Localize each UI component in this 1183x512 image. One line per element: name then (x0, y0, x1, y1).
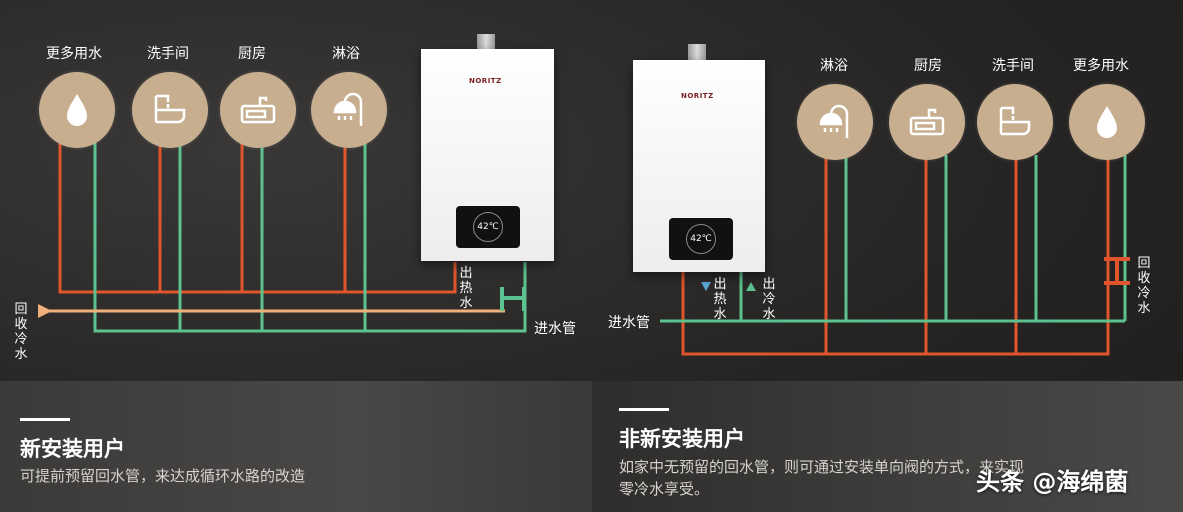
left-hot-pipes (58, 142, 457, 294)
right-cold-out-label: 出冷水 (762, 277, 776, 322)
right-inlet-label: 进水管 (608, 315, 650, 331)
left-valve (500, 287, 526, 311)
caption-right-desc-2: 零冷水享受。 (619, 480, 710, 498)
caption-left-accent (20, 418, 70, 421)
right-fixture-label-shower: 淋浴 (820, 58, 848, 74)
faucet-sink-icon (132, 72, 208, 148)
caption-right-title: 非新安装用户 (619, 427, 745, 451)
left-heater-panel: 42℃ (456, 206, 520, 248)
left-heater-display: 42℃ (473, 212, 503, 242)
pipe-diagram (38, 142, 1130, 356)
right-hot-arrow (701, 282, 711, 291)
caption-left-desc: 可提前预留回水管，来达成循环水路的改造 (20, 467, 306, 485)
right-fixture-label-more-water: 更多用水 (1073, 58, 1129, 74)
right-fixture-label-restroom: 洗手间 (992, 58, 1034, 74)
left-fixture-label-shower: 淋浴 (332, 46, 360, 62)
right-fixture-label-kitchen: 厨房 (914, 58, 942, 74)
caption-right-desc-1: 如家中无预留的回水管，则可通过安装单向阀的方式，来实现 (619, 458, 1025, 476)
water-drop-icon (39, 72, 115, 148)
kitchen-sink-icon (220, 72, 296, 148)
right-return-label: 回收冷水 (1137, 256, 1151, 316)
watermark: 头条 @海绵菌 (976, 468, 1129, 496)
right-heater-flue (688, 44, 706, 60)
left-fixture-label-restroom: 洗手间 (147, 46, 189, 62)
right-heater-display: 42℃ (686, 224, 716, 254)
left-inlet-label: 进水管 (534, 321, 576, 337)
caption-left-title: 新安装用户 (20, 437, 125, 461)
kitchen-sink-icon (889, 84, 965, 160)
caption-right-accent (619, 408, 669, 411)
water-drop-icon (1069, 84, 1145, 160)
left-return-label: 回收冷水 (14, 302, 28, 362)
right-check-valve (1104, 257, 1130, 285)
faucet-sink-icon (977, 84, 1053, 160)
left-fixture-label-kitchen: 厨房 (238, 46, 266, 62)
right-cold-arrow (746, 282, 756, 291)
left-heater-brand: NORITZ (469, 77, 502, 85)
caption-left-panel: 新安装用户 可提前预留回水管，来达成循环水路的改造 (0, 381, 592, 512)
right-heater-brand: NORITZ (681, 92, 714, 100)
caption-right-panel: 非新安装用户 如家中无预留的回水管，则可通过安装单向阀的方式，来实现 零冷水享受… (592, 381, 1183, 512)
left-water-heater: NORITZ 42℃ (421, 49, 554, 261)
right-hot-out-label: 出热水 (713, 277, 727, 322)
shower-icon (797, 84, 873, 160)
left-fixture-label-more-water: 更多用水 (46, 46, 102, 62)
right-water-heater: NORITZ 42℃ (633, 60, 765, 272)
shower-icon (311, 72, 387, 148)
left-return-arrow (38, 304, 52, 318)
left-heater-flue (477, 34, 495, 50)
right-cold-pipes (660, 155, 1127, 323)
right-heater-panel: 42℃ (669, 218, 733, 260)
left-hot-out-label: 出热水 (459, 266, 473, 311)
